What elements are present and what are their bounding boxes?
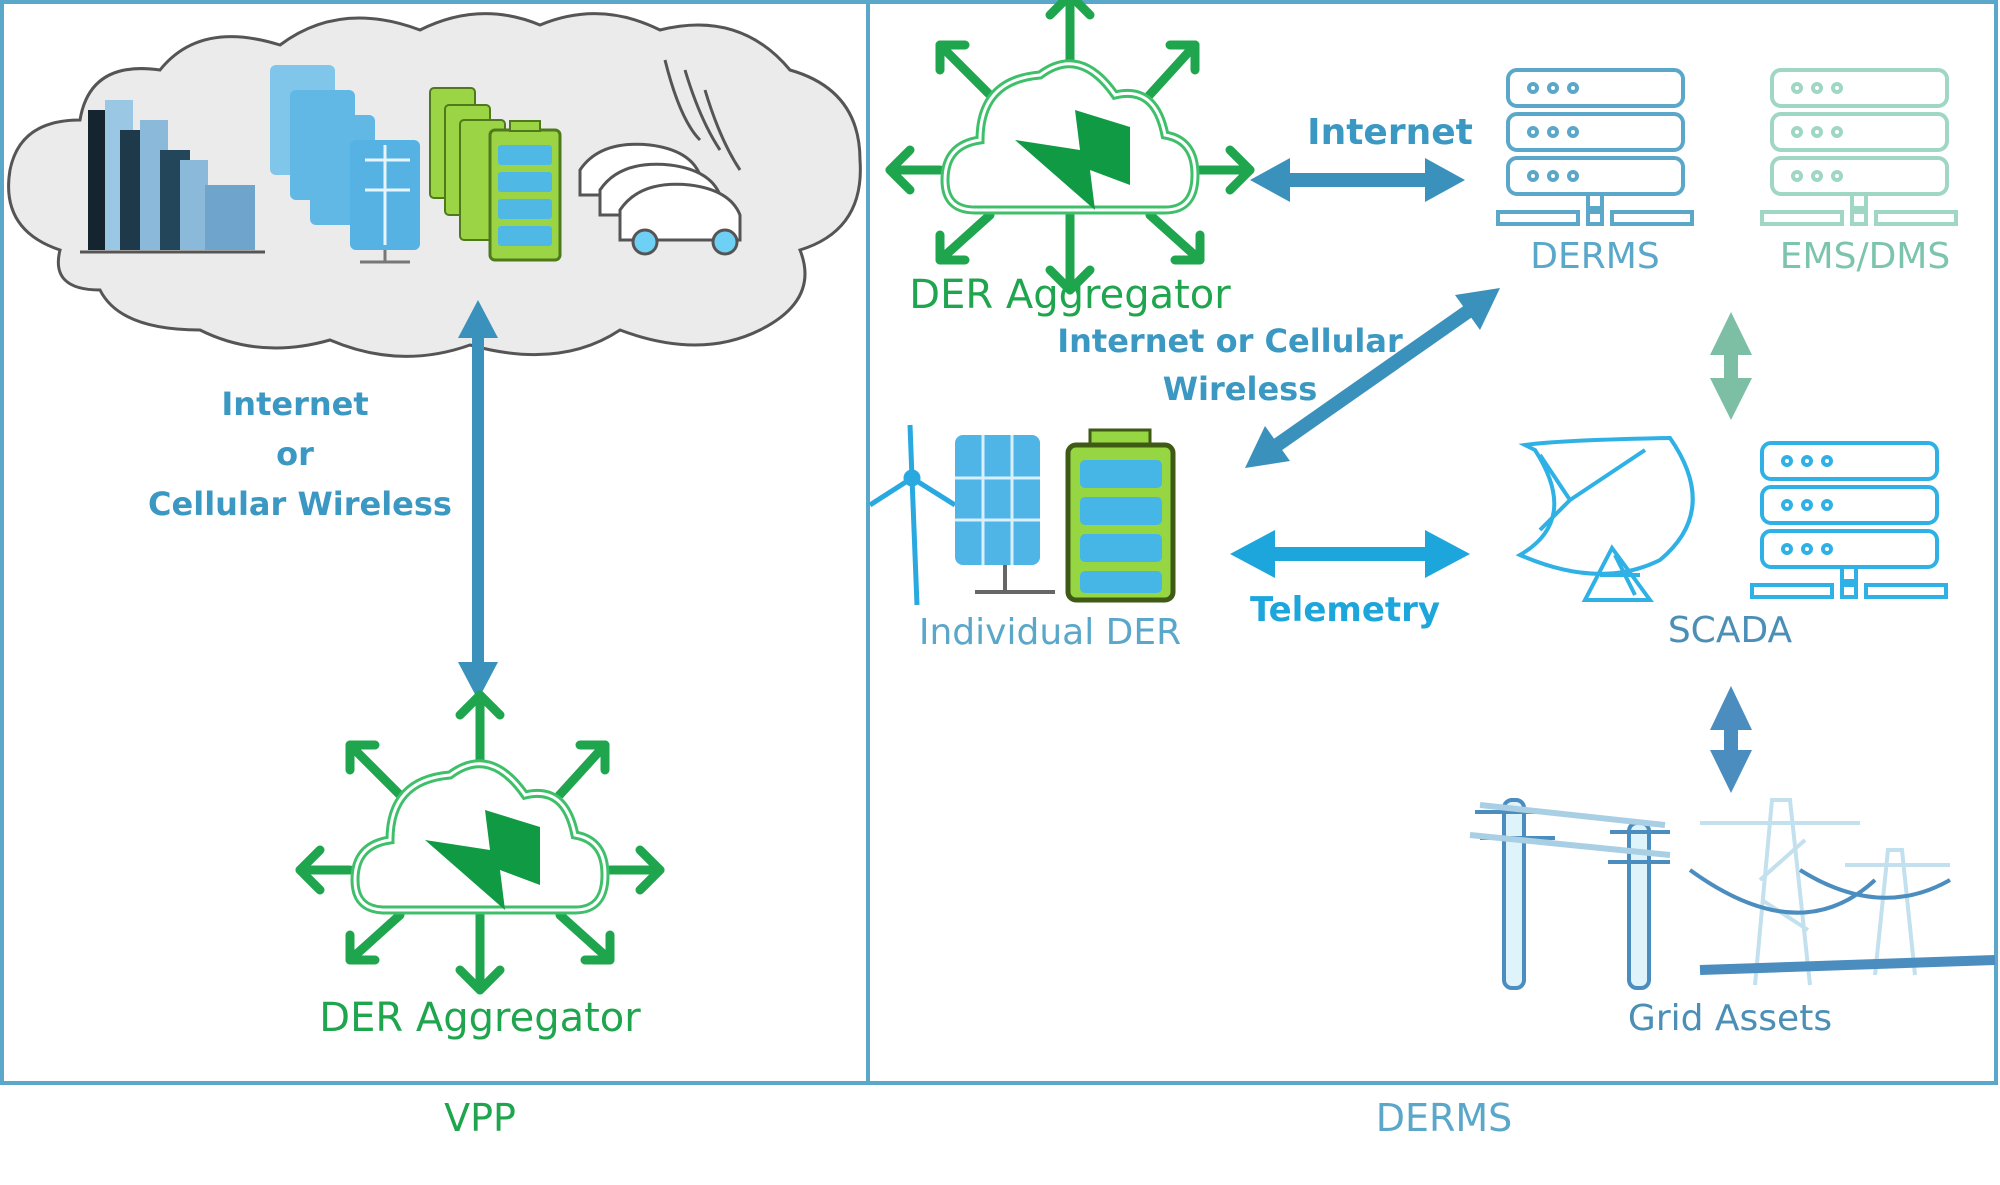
cellular-label-line2: Wireless <box>1162 370 1318 408</box>
der-portfolio-cloud <box>7 12 862 358</box>
vpp-der-aggregator-icon <box>300 695 660 990</box>
solar-panel-icon <box>955 435 1055 594</box>
grid-assets-icon <box>1469 798 1996 990</box>
battery-icon <box>1065 428 1176 603</box>
grid-assets-label: Grid Assets <box>1627 998 1833 1039</box>
vpp-aggregator-label: DER Aggregator <box>319 995 641 1041</box>
internet-arrow <box>1250 158 1465 202</box>
derms-der-aggregator-icon <box>890 0 1250 290</box>
telemetry-arrow <box>1230 530 1470 578</box>
derms-server-icon <box>1496 68 1694 226</box>
vpp-link-arrow <box>458 300 498 700</box>
scada-grid-arrow <box>1710 686 1752 793</box>
ems-scada-arrow <box>1710 312 1752 420</box>
buildings-icon <box>80 100 265 254</box>
vpp-link-label-line3: Cellular Wireless <box>148 485 452 523</box>
cellular-label-line1: Internet or Cellular <box>1057 322 1403 360</box>
derms-aggregator-label: DER Aggregator <box>909 272 1231 318</box>
individual-der-label: Individual DER <box>918 612 1182 653</box>
derms-server-label: DERMS <box>1530 236 1660 277</box>
vpp-link-label-line1: Internet <box>221 385 369 423</box>
telemetry-label: Telemetry <box>1249 590 1441 630</box>
solar-panels-icon <box>270 65 420 264</box>
internet-label: Internet <box>1307 112 1473 153</box>
electric-vehicles-icon <box>578 59 742 256</box>
scada-server-icon <box>1750 441 1948 599</box>
vpp-link-label-line2: or <box>276 435 314 473</box>
ems-dms-label: EMS/DMS <box>1779 236 1951 277</box>
wind-turbine-icon <box>868 424 957 606</box>
satellite-dish-icon <box>1515 435 1695 602</box>
vpp-caption: VPP <box>444 1096 516 1140</box>
cellular-link-arrow <box>1245 288 1500 468</box>
ems-dms-server-icon <box>1760 68 1958 226</box>
derms-panel <box>866 0 1998 1085</box>
batteries-icon <box>429 87 562 262</box>
derms-caption: DERMS <box>1375 1096 1513 1140</box>
scada-label: SCADA <box>1667 610 1793 651</box>
